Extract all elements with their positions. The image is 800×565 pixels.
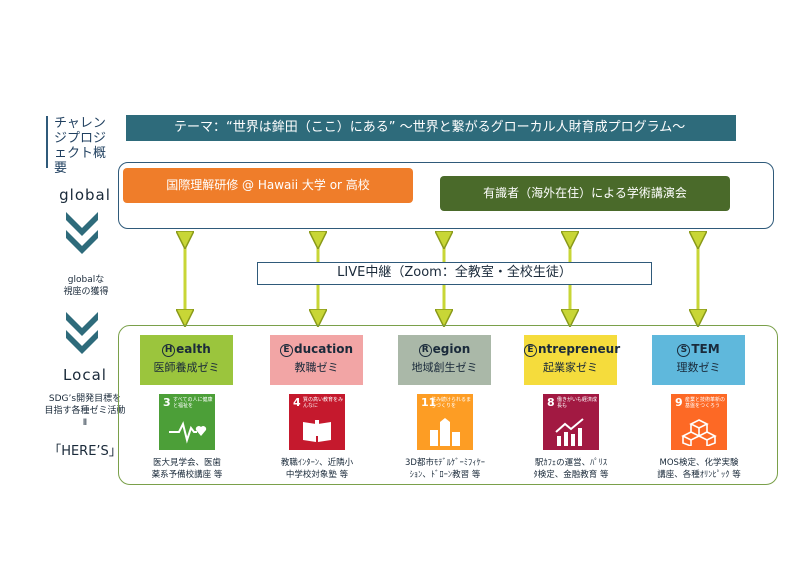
zemi-initial-circle: H bbox=[162, 344, 176, 357]
zemi-subtitle: 起業家ゼミ bbox=[543, 361, 598, 374]
zemi-name: ealth bbox=[176, 342, 211, 356]
expert-lecture-box: 有識者（海外在住）による学術講演会 bbox=[440, 176, 730, 211]
zemi-initial-circle: S bbox=[677, 344, 691, 357]
sdg-number: 11 bbox=[421, 396, 437, 409]
local-label: Local bbox=[63, 366, 107, 384]
zemi-description: 医大見学会、医歯薬系予備校講座 等 bbox=[151, 458, 223, 480]
local-frame bbox=[118, 325, 778, 485]
chevron-down-icon bbox=[66, 312, 98, 354]
sdg-number: 8 bbox=[547, 396, 555, 409]
zemi-initial-circle: E bbox=[524, 344, 537, 357]
hawaii-training-box: 国際理解研修 @ Hawaii 大学 or 高校 bbox=[123, 168, 413, 203]
zemi-description: 3D都市ﾓﾃﾞﾙｹﾞｰﾐﾌｨｹｰｼｮﾝ、ﾄﾞﾛｰﾝ教習 等 bbox=[405, 458, 485, 480]
zemi-subtitle: 地域創生ゼミ bbox=[411, 361, 478, 374]
project-overview-title: チャレンジプロジェクト概要 bbox=[46, 116, 118, 176]
chevron-down-icon bbox=[66, 212, 98, 254]
sdg-number: 9 bbox=[675, 396, 683, 409]
global-frame bbox=[118, 162, 774, 229]
zemi-name: ducation bbox=[294, 342, 353, 356]
zemi-name: TEM bbox=[691, 342, 720, 356]
sdg-text: 産業と技術革新の基盤をつくろう bbox=[685, 397, 726, 409]
zemi-description: MOS検定、化学実験講座、各種ｵﾘﾝﾋﾟｯｸ 等 bbox=[657, 458, 741, 480]
live-stream-box: LIVE中継（Zoom：全教室・全校生徒） bbox=[257, 262, 652, 285]
sdg-number: 3 bbox=[163, 396, 171, 409]
sdg-text: 質の高い教育をみんなに bbox=[303, 397, 344, 409]
zemi-initial-circle: E bbox=[280, 344, 293, 357]
sdg-number: 4 bbox=[293, 396, 301, 409]
heartbeat-icon bbox=[169, 418, 209, 448]
zemi-name: egion bbox=[432, 342, 471, 356]
cubes-icon bbox=[681, 418, 717, 450]
zemi-initial-circle: R bbox=[418, 344, 432, 357]
zemi-description: 駅ｶﾌｪの運営、ﾊﾟﾘｽﾀ検定、金融教育 等 bbox=[533, 458, 609, 480]
zemi-subtitle: 医師養成ゼミ bbox=[153, 361, 220, 374]
sdg-caption: SDG’s開発目標を 目指す各種ゼミ活動 Ⅱ bbox=[44, 394, 126, 428]
theme-banner: テーマ：“世界は鉾田（ここ）にある” ～世界と繋がるグローカル人財育成プログラム… bbox=[126, 115, 736, 141]
growth-chart-icon bbox=[553, 418, 589, 450]
global-label: global bbox=[59, 186, 111, 204]
sdg-text: 働きがいも経済成長も bbox=[557, 397, 598, 409]
sdg-text: 住み続けられるまちづくりを bbox=[431, 397, 472, 409]
zemi-description: 教職ｲﾝﾀｰﾝ、近隣小中学校対象塾 等 bbox=[280, 458, 354, 480]
sdg-text: すべての人に健康と福祉を bbox=[173, 397, 213, 409]
city-icon bbox=[427, 418, 463, 450]
zemi-name: ntrepreneur bbox=[538, 342, 621, 356]
zemi-subtitle: 理数ゼミ bbox=[676, 361, 721, 374]
zemi-subtitle: 教職ゼミ bbox=[294, 361, 339, 374]
book-icon bbox=[299, 418, 335, 448]
global-view-label: globalな 視座の獲得 bbox=[63, 275, 109, 297]
heres-label: 「HERE’S」 bbox=[48, 444, 122, 459]
